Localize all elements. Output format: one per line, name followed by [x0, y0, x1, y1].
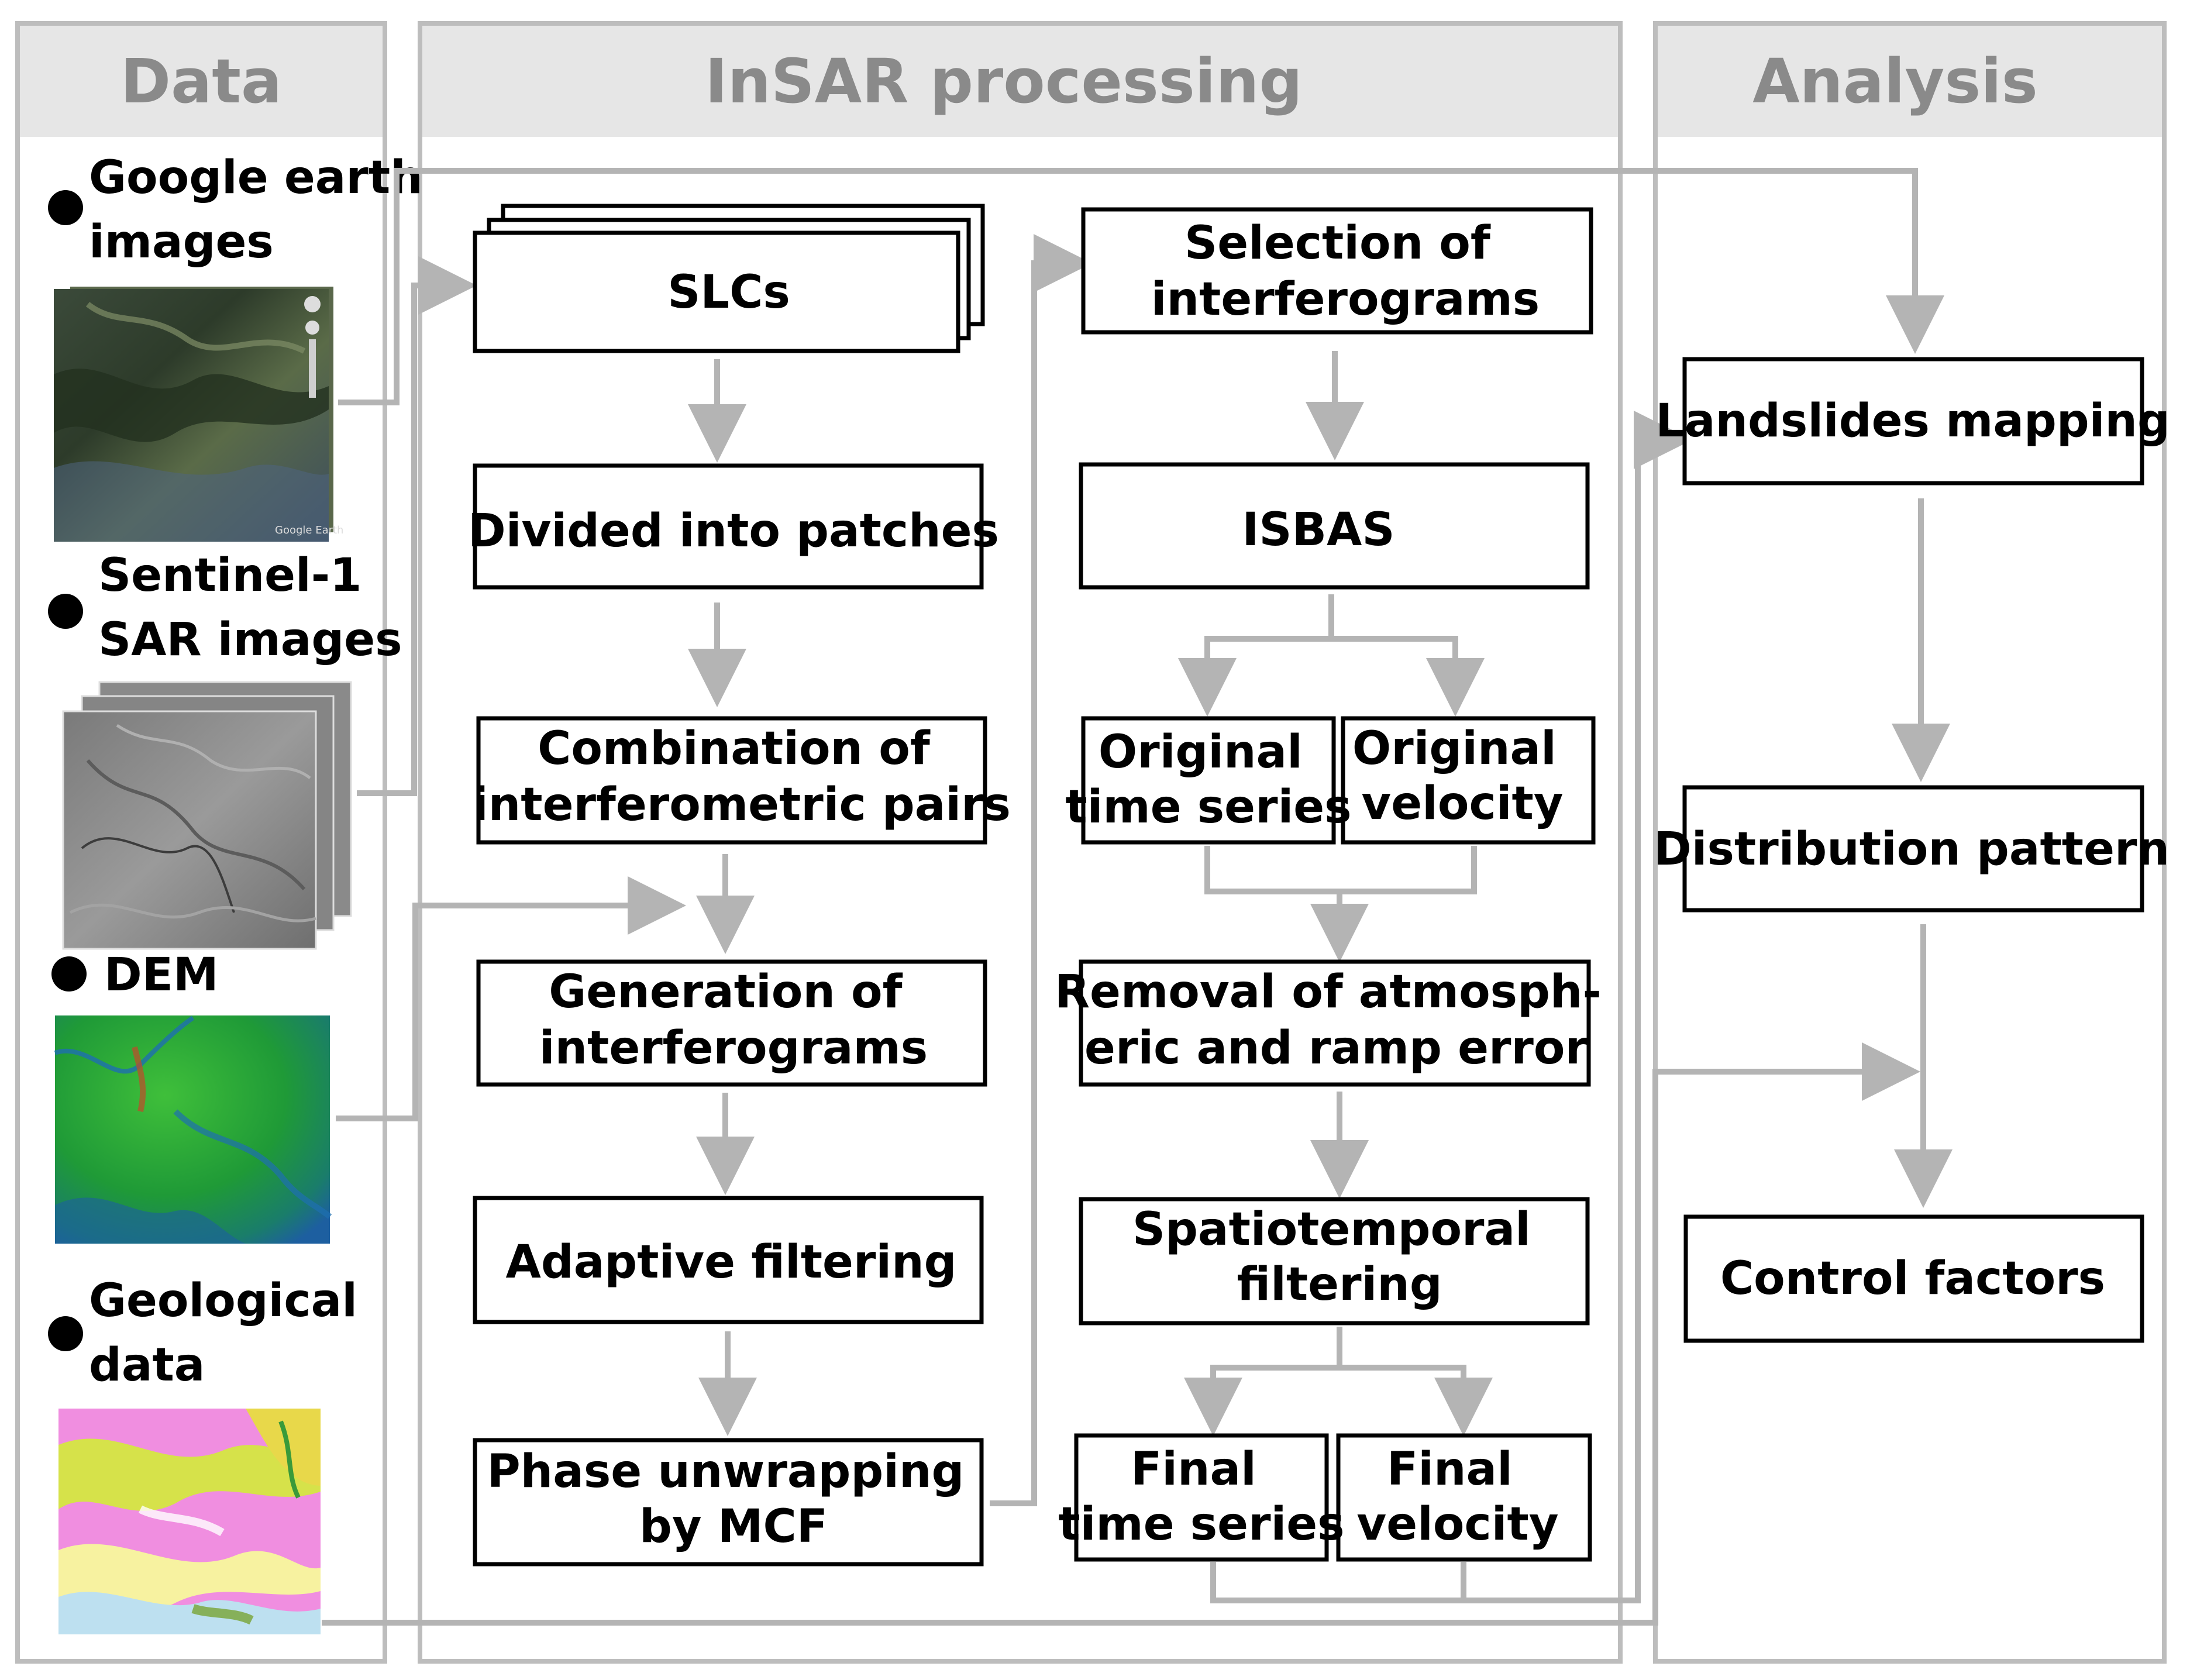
isbas-box	[1079, 462, 1590, 590]
spatiotemporal-box	[1079, 1197, 1590, 1326]
analysis-header	[1658, 26, 2162, 137]
control-factors-label: Control factors	[1720, 1252, 2105, 1305]
landslides-mapping-box	[1682, 357, 2144, 486]
input-label-google: Google earth images	[89, 152, 439, 268]
divided-into-patches-label: Divided into patches	[468, 505, 999, 557]
arrow-isbas-to-original-ts	[1178, 594, 1334, 717]
arrow-spatiotemporal-to-final-velocity	[1340, 1365, 1493, 1436]
phase-unwrapping-box	[473, 1438, 984, 1567]
final-time-series-label: Final time series	[1058, 1443, 1344, 1551]
distribution-pattern-label: Distribution pattern	[1654, 823, 2170, 876]
geological-map-image	[58, 1409, 321, 1634]
sentinel-sar-image	[62, 681, 352, 950]
arrow-geology-to-factors	[322, 1042, 1920, 1626]
final-time-series-box	[1074, 1433, 1329, 1562]
input-label-sentinel: Sentinel-1 SAR images	[98, 549, 402, 666]
selection-box	[1081, 207, 1593, 335]
input-label-dem: DEM	[104, 949, 219, 1001]
bullet-icon	[51, 956, 87, 992]
original-velocity-label: Original velocity	[1352, 722, 1572, 830]
bullet-icon	[48, 190, 83, 225]
arrow-unwrapping-to-selection	[990, 234, 1092, 1506]
original-velocity-box	[1341, 716, 1596, 845]
spatiotemporal-label: Spatiotemporal filtering	[1132, 1203, 1547, 1311]
arrow-google-to-mapping	[338, 168, 1944, 405]
final-velocity-box	[1336, 1433, 1592, 1562]
removal-label: Removal of atmosph- eric and ramp error	[1055, 966, 1617, 1075]
combination-label: Combination of interferometric pairs	[473, 722, 1011, 831]
original-time-series-box	[1081, 716, 1336, 845]
arrow-finals-to-mapping	[1210, 1562, 1466, 1603]
dem-image	[54, 1015, 332, 1244]
analysis-column-title: Analysis	[1752, 46, 2038, 117]
arrow-sar-to-slcs	[357, 256, 477, 796]
adaptive-filtering-box	[473, 1196, 984, 1324]
distribution-pattern-box	[1682, 785, 2144, 913]
slcs-label: SLCs	[667, 266, 790, 319]
arrow-isbas-to-original-velocity	[1331, 636, 1485, 717]
generation-label: Generation of interferograms	[539, 966, 928, 1075]
selection-label: Selection of interferograms	[1151, 217, 1540, 326]
control-factors-box	[1683, 1214, 2144, 1343]
combination-box	[476, 716, 987, 845]
insar-column-title: InSAR processing	[705, 46, 1303, 117]
phase-unwrapping-label: Phase unwrapping by MCF	[487, 1445, 980, 1553]
final-velocity-label: Final velocity	[1356, 1443, 1558, 1551]
generation-box	[476, 959, 987, 1087]
divided-into-patches-box	[473, 463, 984, 590]
original-time-series-label: Original time series	[1065, 726, 1351, 834]
slcs-box	[473, 204, 985, 353]
data-column-title: Data	[120, 46, 282, 117]
google-earth-watermark: Google Earth	[275, 524, 343, 536]
data-header	[20, 26, 383, 137]
bullet-icon	[48, 1316, 83, 1351]
arrow-dem-to-interferograms	[336, 876, 686, 1121]
bullet-icon	[48, 594, 83, 629]
adaptive-filtering-label: Adaptive filtering	[506, 1236, 957, 1289]
insar-header	[422, 26, 1618, 137]
arrow-finals-merge-to-mapping	[1464, 411, 1692, 1603]
removal-box	[1079, 959, 1591, 1087]
isbas-label: ISBAS	[1242, 504, 1394, 556]
arrow-spatiotemporal-to-final-ts	[1184, 1327, 1342, 1436]
input-label-geology: Geological data	[89, 1275, 373, 1392]
google-earth-image: Google Earth	[54, 287, 343, 542]
landslides-mapping-label: Landslides mapping	[1655, 395, 2170, 447]
